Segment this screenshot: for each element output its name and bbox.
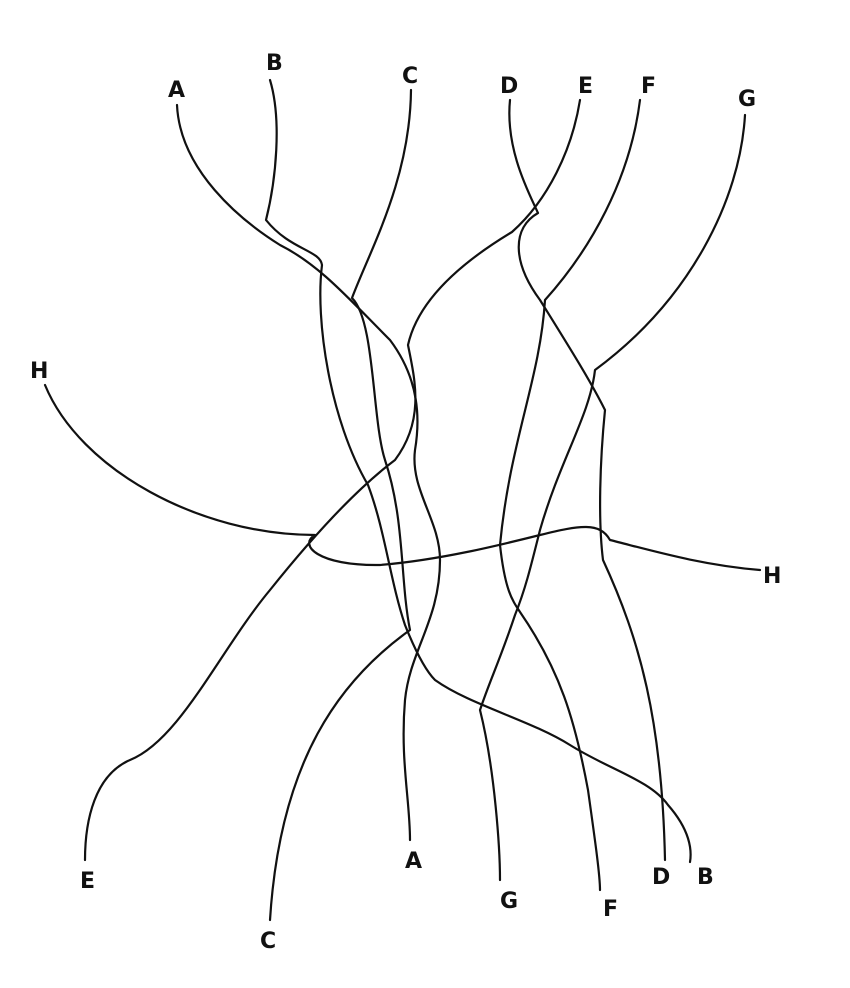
label-left-h: H	[30, 359, 48, 384]
label-top-f: F	[641, 74, 656, 99]
label-bottom-b: B	[697, 865, 714, 890]
strand-e	[83, 98, 582, 862]
label-right-h: H	[763, 564, 781, 589]
strand-c	[268, 88, 413, 922]
strand-f	[498, 98, 642, 892]
label-top-c: C	[402, 64, 418, 89]
label-top-b: B	[266, 51, 283, 76]
strands	[43, 78, 762, 922]
bottom-labels: E C A G F D B	[80, 849, 714, 954]
label-bottom-g: G	[500, 889, 518, 914]
top-labels: A B C D E F G	[168, 51, 756, 112]
label-top-e: E	[578, 74, 593, 99]
label-bottom-f: F	[603, 897, 618, 922]
label-bottom-e: E	[80, 869, 95, 894]
label-top-a: A	[168, 78, 185, 103]
strand-g	[478, 113, 747, 882]
label-top-g: G	[738, 87, 756, 112]
strand-h	[43, 383, 762, 572]
strand-a	[175, 103, 442, 842]
label-bottom-a: A	[405, 849, 422, 874]
strand-d	[508, 98, 667, 862]
label-bottom-d: D	[652, 865, 670, 890]
label-top-d: D	[500, 74, 518, 99]
strand-b	[264, 78, 692, 864]
label-bottom-c: C	[260, 929, 276, 954]
